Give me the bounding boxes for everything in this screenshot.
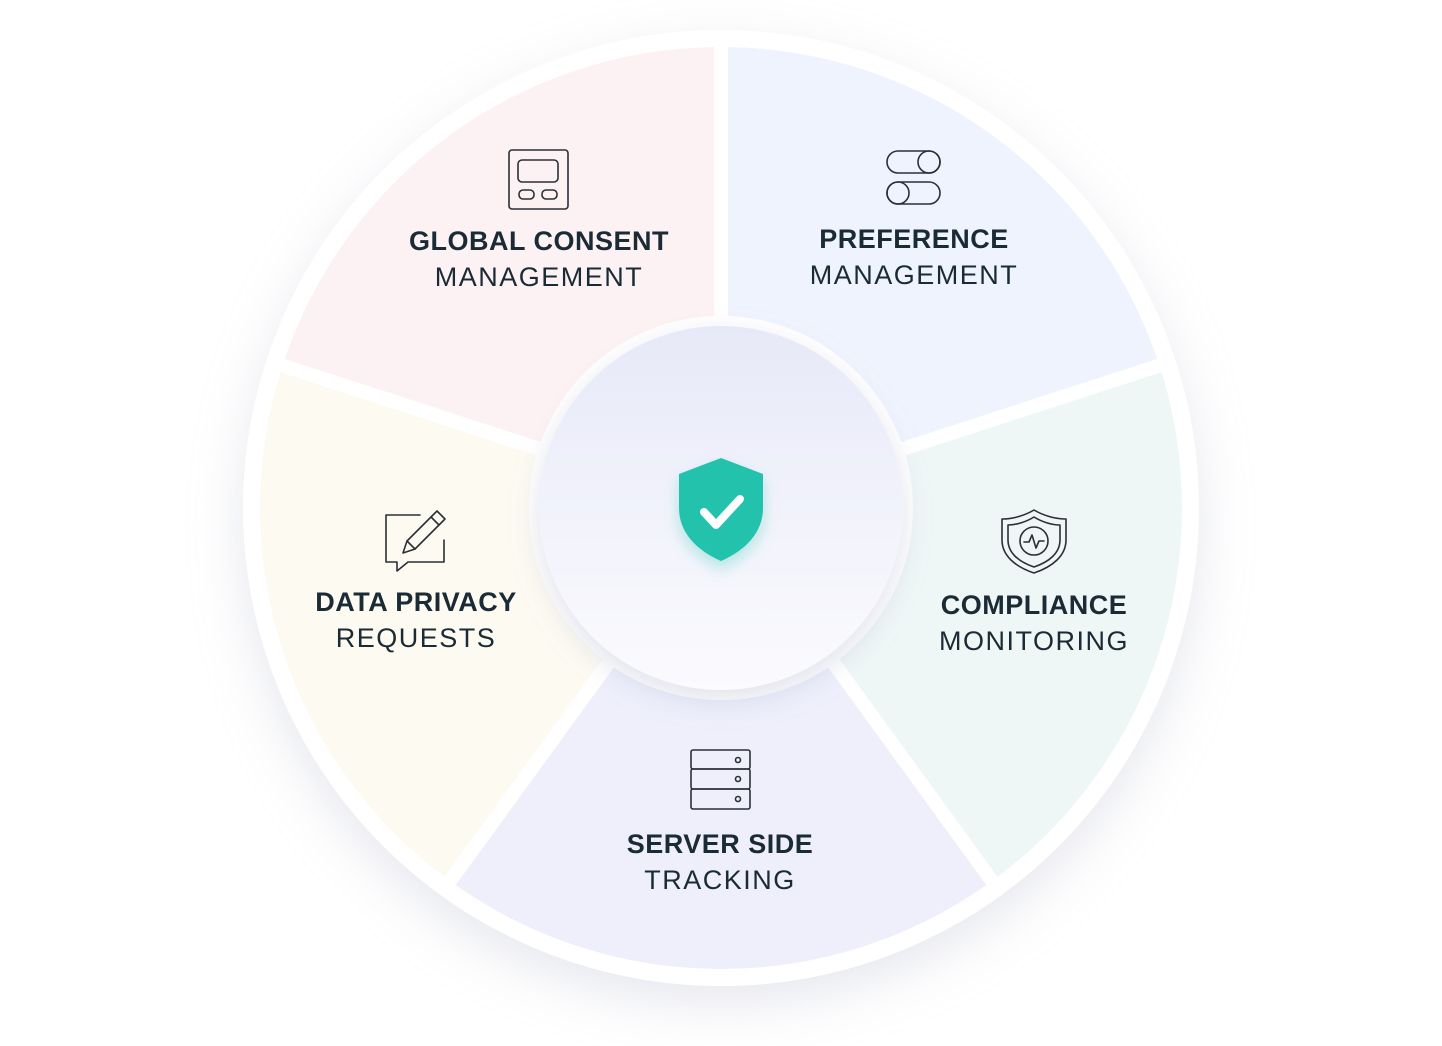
- segment-label-compliance: COMPLIANCE MONITORING: [939, 590, 1129, 656]
- segment-subtitle: MANAGEMENT: [435, 262, 644, 292]
- shield-pulse-icon: [1001, 509, 1067, 574]
- server-stack-icon: [690, 749, 751, 810]
- segment-title: SERVER SIDE: [627, 829, 814, 859]
- segments-group: [260, 47, 1182, 969]
- shield-check-icon: [679, 458, 763, 561]
- dashboard-panel-icon: [508, 149, 569, 210]
- segment-label-preference: PREFERENCE MANAGEMENT: [810, 224, 1019, 290]
- segment-subtitle: MANAGEMENT: [810, 260, 1019, 290]
- segment-compliance: [455, 667, 987, 969]
- segment-data-privacy: [284, 47, 714, 443]
- segment-server-side: [260, 372, 603, 877]
- toggle-switches-icon: [886, 150, 941, 205]
- edit-request-icon: [385, 510, 446, 572]
- segment-label-global-consent: GLOBAL CONSENT MANAGEMENT: [409, 226, 669, 292]
- segment-title: GLOBAL CONSENT: [409, 226, 669, 256]
- segment-label-server-side: SERVER SIDE TRACKING: [627, 829, 814, 895]
- segment-subtitle: TRACKING: [644, 865, 796, 895]
- segment-title: PREFERENCE: [819, 224, 1009, 254]
- segment-subtitle: MONITORING: [939, 626, 1129, 656]
- segment-label-data-privacy: DATA PRIVACY REQUESTS: [315, 587, 517, 653]
- segment-preference: [839, 372, 1182, 877]
- segment-title: COMPLIANCE: [941, 590, 1128, 620]
- segment-global-consent: [728, 47, 1158, 443]
- segment-title: DATA PRIVACY: [315, 587, 517, 617]
- segment-subtitle: REQUESTS: [336, 623, 497, 653]
